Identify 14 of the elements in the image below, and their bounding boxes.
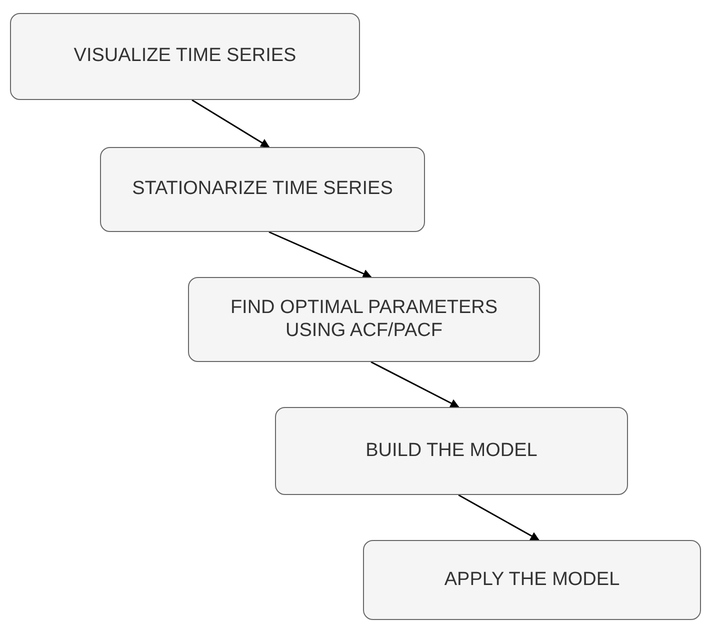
process-box [363, 540, 701, 620]
arrow [458, 494, 540, 541]
process-box [100, 147, 425, 232]
arrow [370, 361, 460, 408]
process-box [275, 407, 628, 495]
step-label: APPLY THE MODEL [444, 568, 620, 592]
step-label: STATIONARIZE TIME SERIES [132, 178, 393, 201]
process-box [10, 13, 360, 100]
step-label: BUILD THE MODEL [366, 440, 538, 462]
process-box [188, 277, 540, 362]
step-label: VISUALIZE TIME SERIES [74, 45, 296, 68]
step-label: FIND OPTIMAL PARAMETERS USING ACF/PACF [229, 296, 499, 342]
arrow [268, 231, 372, 278]
arrow [192, 99, 270, 148]
